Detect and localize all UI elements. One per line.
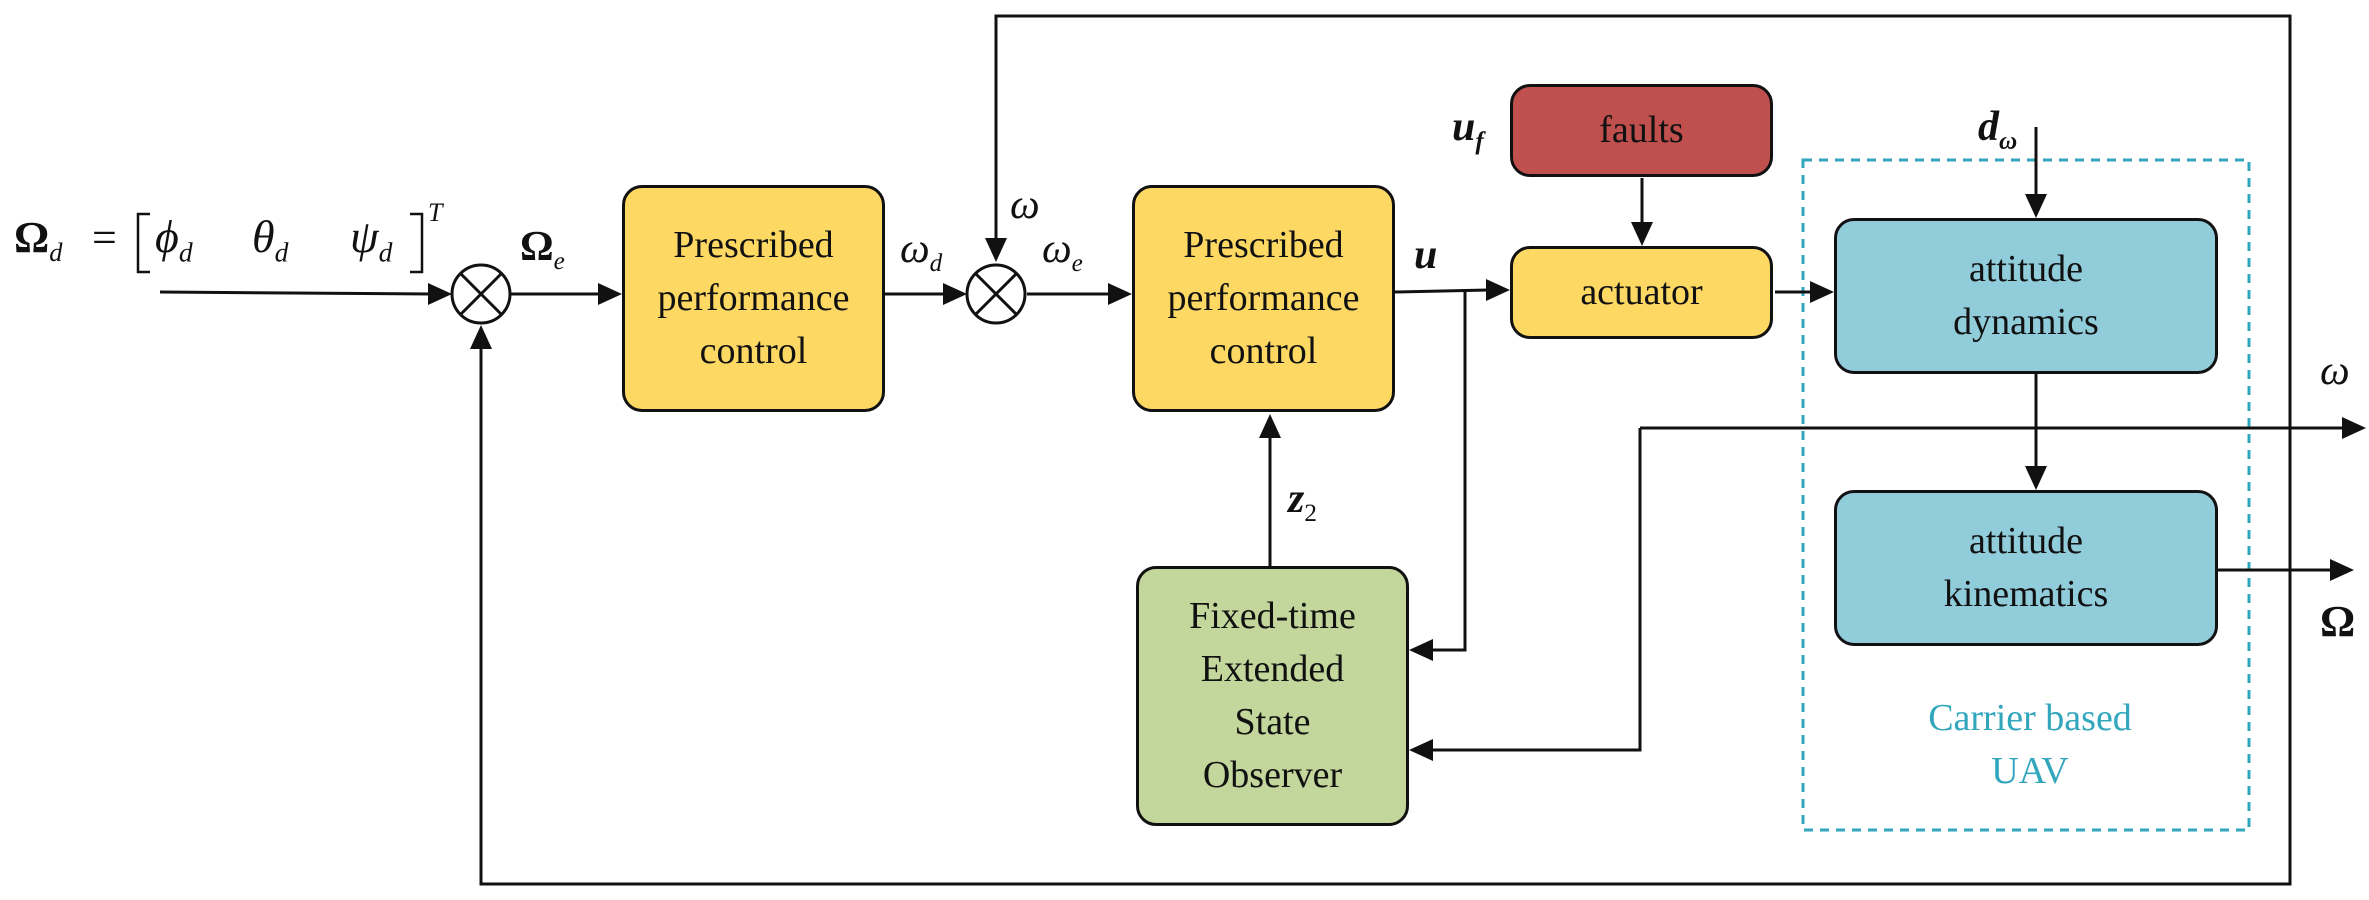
Omega-output-label: Ω (2320, 597, 2356, 646)
omega-d-label: ωd (900, 226, 943, 277)
line-u-to-observer (1423, 292, 1467, 652)
disturbance-d-omega-label: dω (1978, 104, 2018, 155)
line-Omega-feedback-bottom (479, 335, 2292, 886)
arrowhead-ppc-outer (598, 283, 622, 305)
bracket-right-line (410, 212, 424, 274)
line-omega-to-observer (1423, 428, 1642, 752)
attitude-kinematics-block: attitude kinematics (1834, 490, 2218, 646)
attitude-dynamics-block: attitude dynamics (1834, 218, 2218, 374)
reference-equals-sign: = (92, 213, 117, 262)
reference-omega-symbol: Ωd (14, 213, 63, 268)
reference-transpose: T (428, 198, 443, 227)
attitude-dynamics-label: attitude dynamics (1953, 248, 2099, 343)
line-input-omega-d (159, 290, 433, 296)
reference-theta-d: θd (252, 211, 289, 268)
observer-z2-label: z2 (1288, 476, 1317, 527)
omega-feedback-label: ω (1010, 182, 1040, 228)
arrowhead-actuator (1486, 279, 1510, 301)
line-omega-feedback-top (994, 14, 2292, 570)
ppc-outer-label: Prescribed performance control (657, 224, 850, 372)
arrowhead-sum2 (943, 283, 967, 305)
ppc-outer-block: Prescribed performance control (622, 185, 885, 412)
faults-block: faults (1510, 84, 1773, 177)
omega-output-label: ω (2320, 348, 2350, 394)
arrowhead-kinematics (2025, 466, 2047, 490)
omega-e-label: ωe (1042, 226, 1083, 277)
reference-psi-d: ψd (350, 211, 393, 268)
carrier-based-uav-label: Carrier based UAV (1928, 697, 2132, 792)
summing-junction-1 (450, 263, 512, 325)
arrowhead-disturbance (2025, 194, 2047, 218)
arrowhead-observer-omega (1409, 739, 1433, 761)
arrowhead-observer-u (1409, 639, 1433, 661)
arrowhead-omega-feedback (985, 238, 1007, 262)
arrowhead-sum1 (428, 283, 452, 305)
arrowhead-z2 (1259, 414, 1281, 438)
uav-region-border (1801, 158, 2251, 832)
fault-u-f-label: uf (1452, 104, 1484, 155)
observer-block: Fixed-time Extended State Observer (1136, 566, 1409, 826)
observer-label: Fixed-time Extended State Observer (1189, 595, 1356, 796)
line-u-actuator (1394, 288, 1489, 294)
arrowhead-Omega-feedback (470, 325, 492, 349)
arrowhead-Omega-output (2330, 559, 2354, 581)
ppc-inner-block: Prescribed performance control (1132, 185, 1395, 412)
attitude-kinematics-label: attitude kinematics (1943, 520, 2109, 615)
actuator-label: actuator (1580, 271, 1703, 313)
faults-label: faults (1599, 109, 1684, 151)
error-Omega-e-label: Ωe (520, 224, 565, 275)
ppc-inner-label: Prescribed performance control (1167, 224, 1360, 372)
control-u-label: u (1414, 232, 1438, 278)
reference-phi-d: ϕd (155, 211, 193, 268)
arrowhead-ppc-inner (1108, 283, 1132, 305)
summing-junction-2 (965, 263, 1027, 325)
arrowhead-dynamics-input (1810, 281, 1834, 303)
actuator-block: actuator (1510, 246, 1773, 339)
arrowhead-omega-output (2342, 417, 2366, 439)
arrowhead-faults-actuator (1631, 222, 1653, 246)
bracket-left-line (136, 212, 150, 274)
